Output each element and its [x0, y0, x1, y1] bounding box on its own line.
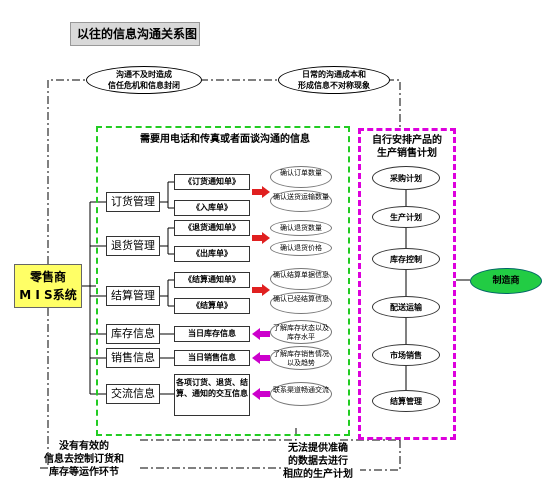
- plan-settlement: 结算管理: [372, 390, 440, 412]
- plan-procurement: 采购计划: [372, 166, 440, 190]
- group-order-management: 订货管理: [106, 192, 160, 212]
- retailer-mis-system: 零售商 M I S系统: [14, 264, 82, 308]
- plan-production: 生产计划: [372, 206, 440, 228]
- red-arrow-icon: [252, 284, 270, 296]
- result-confirm-order-qty: 确认订单数量: [270, 166, 332, 188]
- magenta-arrow-icon: [252, 328, 270, 340]
- result-confirm-settlement-docs: 确认结算单据信息: [270, 268, 332, 290]
- pink-region-heading: 自行安排产品的 生产销售计划: [372, 135, 442, 159]
- doc-daily-sales: 当日销售信息: [174, 350, 250, 366]
- doc-return-notice: 《退货通知单》: [174, 220, 250, 236]
- red-arrow-icon: [252, 232, 270, 244]
- red-arrow-icon: [252, 186, 270, 198]
- group-settlement-management: 结算管理: [106, 286, 160, 306]
- result-sales-trend: 了解库存销售情况以及趋势: [270, 346, 332, 370]
- group-exchange-info: 交流信息: [106, 384, 160, 404]
- result-confirm-delivery-qty: 确认送货运输数量: [270, 190, 332, 212]
- green-region-heading: 需要用电话和传真或者面谈沟通的信息: [140, 134, 310, 145]
- doc-stock-in: 《入库单》: [174, 200, 250, 216]
- note-untimely-communication: 沟通不及时造成 信任危机和信息封闭: [86, 66, 202, 94]
- result-confirm-return-qty: 确认退货数量: [270, 220, 332, 236]
- doc-daily-inventory: 当日库存信息: [174, 326, 250, 342]
- magenta-arrow-icon: [252, 388, 270, 400]
- doc-order-notice: 《订货通知单》: [174, 174, 250, 190]
- doc-settlement-notice: 《结算通知单》: [174, 272, 250, 288]
- note-no-effective-info: 没有有效的 信息去控制订货和 库存等运作环节: [44, 441, 124, 478]
- plan-distribution: 配送运输: [372, 296, 440, 318]
- result-confirm-return-price: 确认退货价格: [270, 240, 332, 256]
- manufacturer-node: 制造商: [470, 268, 542, 294]
- doc-interaction-info: 各项订货、退货、结算、通知的交互信息: [174, 374, 250, 416]
- result-inventory-level: 了解库存状态以及库存水平: [270, 320, 332, 344]
- note-no-accurate-data: 无法提供准确 的数据去进行 相应的生产计划: [283, 443, 353, 480]
- group-return-management: 退货管理: [106, 236, 160, 256]
- doc-stock-out: 《出库单》: [174, 246, 250, 262]
- doc-settlement: 《结算单》: [174, 298, 250, 314]
- diagram-title: 以往的信息沟通关系图: [70, 22, 200, 46]
- group-inventory-info: 库存信息: [106, 324, 160, 344]
- group-sales-info: 销售信息: [106, 348, 160, 368]
- production-plan-region: [358, 128, 456, 440]
- result-channel-communication: 联系渠道畅通交流: [270, 382, 332, 406]
- phone-fax-info-region: [96, 126, 350, 436]
- note-communication-cost: 日常的沟通成本和 形成信息不对称现象: [278, 66, 390, 94]
- magenta-arrow-icon: [252, 352, 270, 364]
- result-confirm-settled: 确认已经结算信息: [270, 292, 332, 314]
- plan-inventory-control: 库存控制: [372, 248, 440, 270]
- plan-marketing: 市场销售: [372, 344, 440, 366]
